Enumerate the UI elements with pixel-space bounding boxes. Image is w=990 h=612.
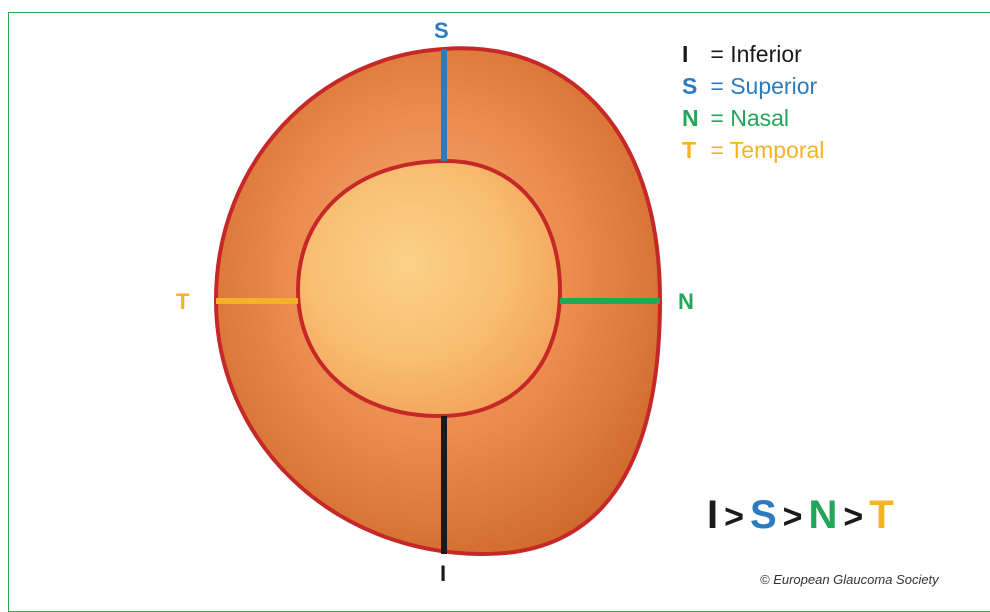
legend-item-inferior: I = Inferior (682, 38, 824, 70)
copyright-notice: © European Glaucoma Society (760, 572, 939, 587)
optic-disc-drawing (213, 46, 663, 557)
isnt-inequality: I>S>N>T (707, 493, 894, 538)
inequality-operator: > (724, 498, 744, 536)
optic-cup (295, 158, 563, 419)
temporal-axis-label: T (176, 289, 190, 314)
legend-key: T (682, 137, 697, 163)
legend-key: S (682, 73, 698, 99)
inequality-operator: > (782, 498, 803, 536)
isnt-rule-diagram: S I N T I = Inferior S = Superior N = Na… (8, 12, 990, 612)
inequality-operator: > (843, 498, 864, 536)
inequality-term-temporal: T (869, 493, 894, 537)
legend-key: N (682, 105, 699, 131)
superior-axis-label: S (434, 18, 449, 43)
legend-item-temporal: T = Temporal (682, 134, 824, 166)
inequality-term-inferior: I (707, 493, 719, 537)
legend-item-superior: S = Superior (682, 70, 824, 102)
inferior-axis-label: I (440, 561, 447, 586)
inequality-term-superior: S (749, 493, 777, 537)
inequality-term-nasal: N (808, 493, 838, 537)
legend-text: = Nasal (710, 105, 790, 131)
nasal-axis-label: N (678, 289, 694, 314)
legend: I = Inferior S = Superior N = Nasal T = … (682, 38, 824, 166)
legend-text: = Temporal (710, 137, 825, 163)
legend-text: = Superior (710, 73, 818, 99)
legend-text: = Inferior (710, 41, 802, 67)
legend-item-nasal: N = Nasal (682, 102, 824, 134)
legend-key: I (682, 41, 689, 67)
